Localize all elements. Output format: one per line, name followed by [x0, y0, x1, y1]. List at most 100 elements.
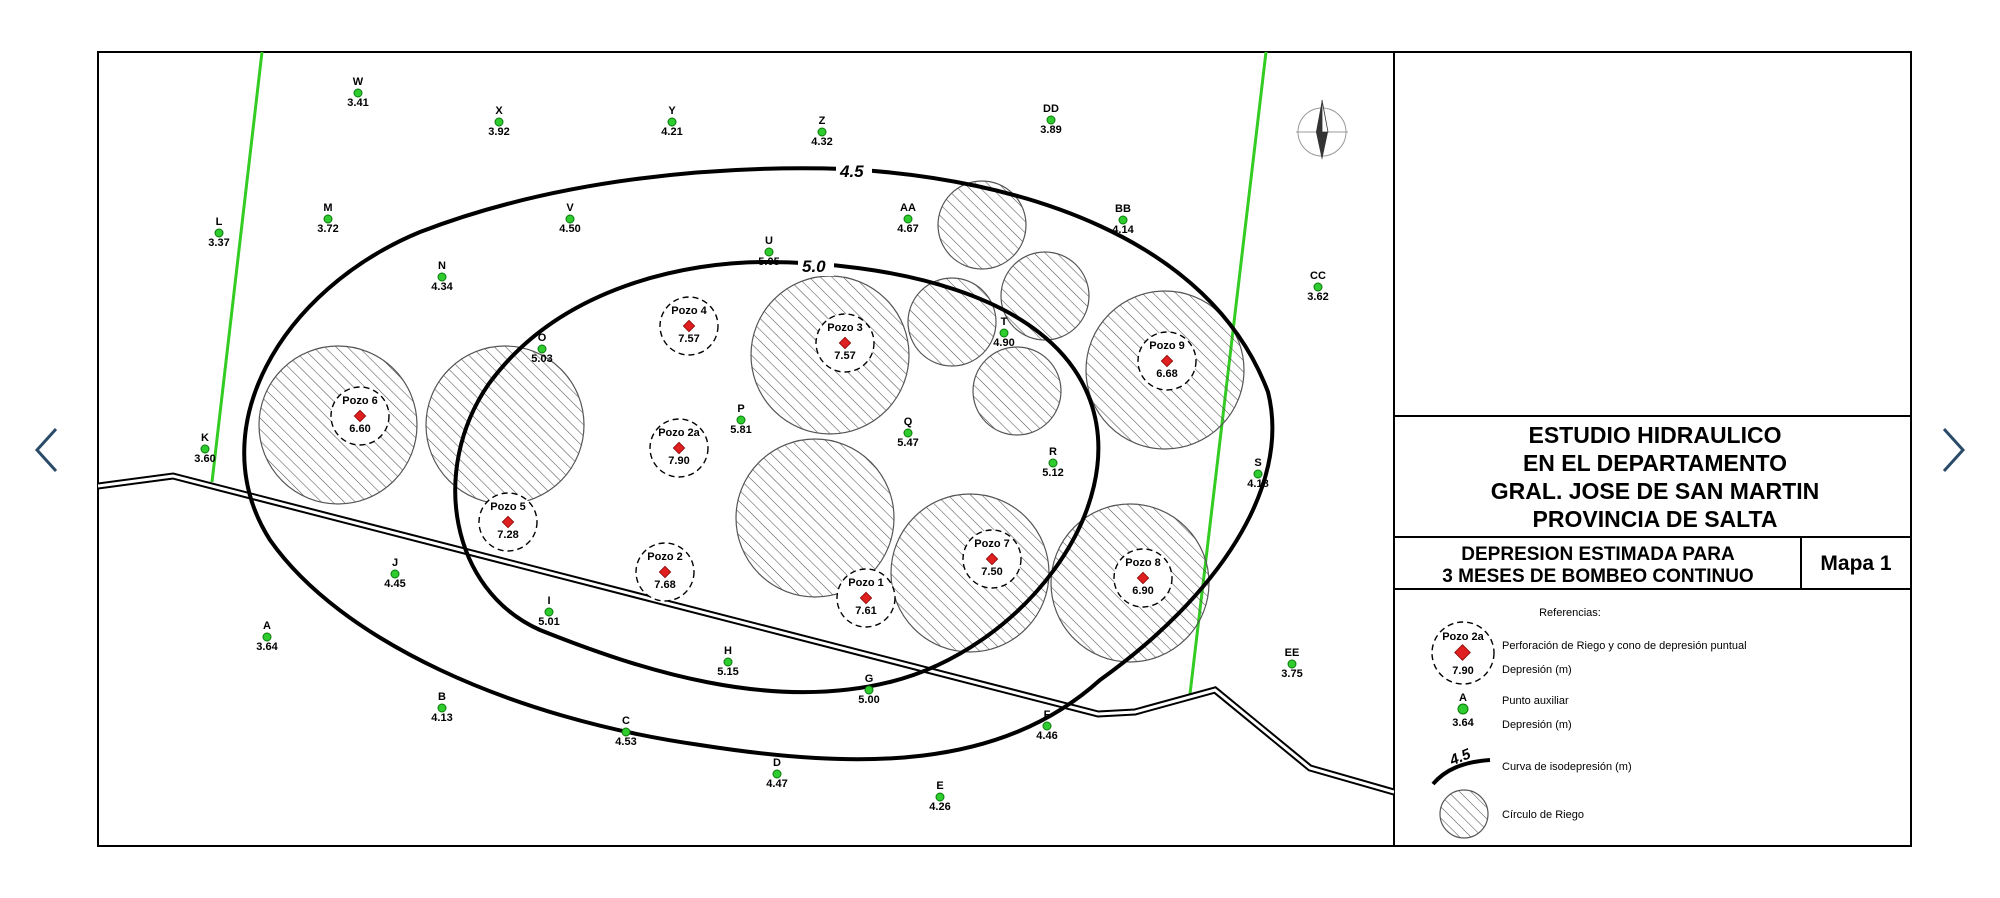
title-line-4: PROVINCIA DE SALTA [1533, 506, 1778, 532]
well-marker-icon [501, 515, 515, 529]
aux-point-name: E [936, 780, 943, 792]
aux-point-name: BB [1115, 203, 1131, 215]
well-name: Pozo 5 [490, 501, 525, 513]
aux-point-name: D [773, 757, 781, 769]
aux-point-value: 4.45 [384, 578, 405, 590]
aux-point-name: C [622, 715, 630, 727]
aux-point-value: 4.21 [661, 126, 682, 138]
aux-point-name: Q [904, 416, 913, 428]
aux-point-icon [903, 428, 913, 438]
aux-point: W3.41 [347, 76, 368, 109]
aux-point-name: K [201, 432, 209, 444]
aux-point-value: 5.12 [1042, 467, 1063, 479]
aux-point: CC3.62 [1307, 270, 1328, 303]
aux-point-icon [262, 632, 272, 642]
irrigation-well: Pozo 37.57 [815, 313, 875, 373]
aux-point-icon [903, 214, 913, 224]
aux-point-icon [723, 657, 733, 667]
aux-point: BB 4.14 [1112, 203, 1134, 236]
well-value: 7.57 [678, 333, 699, 345]
aux-point-icon [565, 214, 575, 224]
well-marker-icon [859, 591, 873, 605]
legend-well-marker-icon [1454, 644, 1471, 661]
aux-point-name: V [566, 202, 574, 214]
irrigation-well: Pozo 1 7.61 [836, 568, 896, 628]
aux-point-icon [1253, 469, 1263, 479]
aux-point: I5.01 [538, 595, 559, 628]
aux-point: B4.13 [431, 691, 452, 724]
map-number: Mapa 1 [1820, 552, 1892, 575]
aux-point-value: 4.90 [993, 337, 1014, 349]
well-marker-icon [1160, 354, 1174, 368]
aux-point-icon [544, 607, 554, 617]
aux-point: Z4.32 [811, 115, 832, 148]
aux-point-value: 4.46 [1036, 730, 1057, 742]
irrigation-circle [972, 346, 1062, 436]
subtitle-line-1: DEPRESION ESTIMADA PARA [1461, 544, 1735, 565]
aux-point-value: 4.47 [766, 778, 787, 790]
well-marker-icon [353, 409, 367, 423]
well-name: Pozo 8 [1125, 557, 1160, 569]
well-marker-icon [672, 441, 686, 455]
aux-point-icon [1313, 282, 1323, 292]
aux-point-value: 4.14 [1112, 224, 1134, 236]
aux-point-icon [494, 117, 504, 127]
aux-point-value: 4.53 [615, 736, 636, 748]
aux-point-icon [621, 727, 631, 737]
aux-point-name: Z [819, 115, 826, 127]
well-marker-icon [985, 552, 999, 566]
contour-label-bg [798, 254, 834, 276]
aux-point-value: 4.34 [431, 281, 453, 293]
legend-well-desc-2: Depresión (m) [1502, 664, 1572, 676]
aux-point-icon [437, 272, 447, 282]
well-marker-icon [658, 565, 672, 579]
irrigation-circle [937, 180, 1027, 270]
aux-point-value: 3.41 [347, 97, 368, 109]
irrigation-circle [1000, 251, 1090, 341]
aux-point-value: 3.92 [488, 126, 509, 138]
aux-point-icon [537, 344, 547, 354]
aux-point: A3.64 [256, 620, 278, 653]
legend-heading: Referencias: [1539, 607, 1601, 619]
well-name: Pozo 2a [658, 427, 700, 439]
aux-point: R5.12 [1042, 446, 1063, 479]
title-line-3: GRAL. JOSE DE SAN MARTIN [1491, 478, 1819, 504]
aux-point-icon [1118, 215, 1128, 225]
aux-point-value: 3.60 [194, 453, 215, 465]
contour-label-bg [836, 159, 872, 181]
aux-point-name: Y [668, 105, 676, 117]
legend-aux-desc-2: Depresión (m) [1502, 719, 1572, 731]
aux-point-value: 4.18 [1247, 478, 1268, 490]
legend-aux-point-icon [1457, 703, 1469, 715]
next-map-button[interactable] [1928, 420, 1978, 480]
aux-point: F4.46 [1036, 709, 1057, 742]
aux-point-value: 4.13 [431, 712, 452, 724]
aux-point: L3.37 [208, 216, 229, 249]
aux-point-value: 4.67 [897, 223, 918, 235]
well-marker-icon [838, 336, 852, 350]
aux-point-icon [437, 703, 447, 713]
aux-point: X3.92 [488, 105, 509, 138]
aux-point-name: N [438, 260, 446, 272]
well-value: 6.68 [1156, 368, 1177, 380]
aux-point-icon [200, 444, 210, 454]
aux-point-name: M [323, 202, 332, 214]
aux-point-name: P [737, 403, 744, 415]
aux-point-name: T [1001, 316, 1008, 328]
well-name: Pozo 1 [848, 577, 883, 589]
aux-point-value: 3.64 [256, 641, 278, 653]
well-value: 7.61 [855, 605, 876, 617]
aux-point-name: G [865, 673, 874, 685]
aux-point-name: AA [900, 202, 916, 214]
well-value: 6.60 [349, 423, 370, 435]
aux-point-icon [1046, 115, 1056, 125]
previous-map-button[interactable] [22, 420, 72, 480]
aux-point-icon [736, 415, 746, 425]
irrigation-circle [907, 277, 997, 367]
aux-point-value: 5.15 [717, 666, 738, 678]
aux-point-name: EE [1285, 647, 1300, 659]
aux-point-icon [772, 769, 782, 779]
aux-point-name: I [547, 595, 550, 607]
